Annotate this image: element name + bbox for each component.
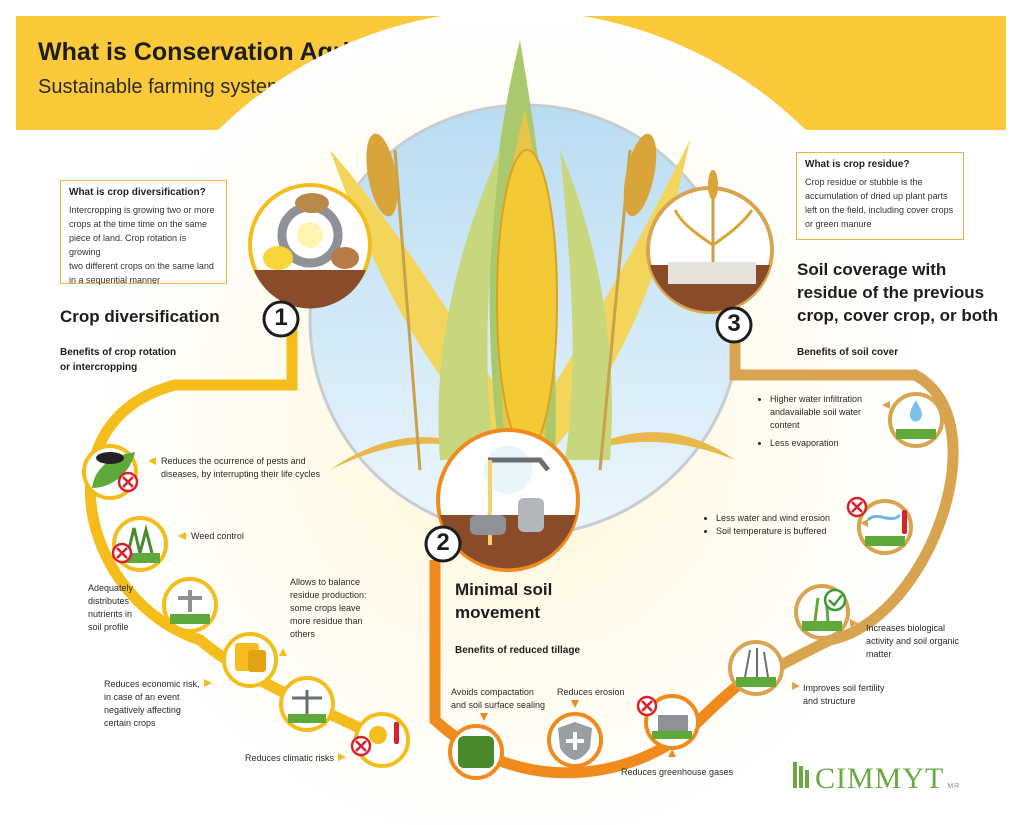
principle-2-benefits-heading: Benefits of reduced tillage [455,645,581,656]
benefit-line: negatively affecting [104,705,181,715]
principle-3-number: 3 [727,310,741,337]
benefit-water-infiltration: Higher water infiltration andavailable s… [770,393,885,432]
benefit-less-wind-erosion: Less water and wind erosion [716,512,846,525]
benefit-line: Less water and wind erosion [716,513,831,523]
benefit-line: certain crops [104,718,156,728]
info-box-line: in a sequential manner [69,275,161,285]
benefit-line: more residue than [290,616,363,626]
benefit-line: Improves soil fertility [803,683,885,693]
benefit-soil-fertility: Improves soil fertility and structure [803,682,885,708]
benefit-climatic-risk: Reduces climatic risks [245,752,334,765]
principle-1-title: Crop diversification [60,307,220,326]
info-box-title: What is crop diversification? [69,187,206,198]
benefit-line: andavailable soil water [770,407,862,417]
info-box-line: Intercropping is growing two or more [69,205,215,215]
benefit-line: Reduces economic risk, [104,679,200,689]
benefit-icons-3 [728,392,944,696]
principle-3-benefits-heading: Benefits of soil cover [797,347,899,358]
principle-1-benefits-heading: Benefits of crop rotation or intercroppi… [60,345,176,375]
benefit-line: some crops leave [290,603,361,613]
benefit-line: soil profile [88,622,129,632]
principle-3-title: Soil coverage with residue of the previo… [797,258,998,327]
info-box-line: or green manure [805,219,872,229]
info-box-line: two different crops on the same land [69,261,214,271]
title-line: crop, cover crop, or both [797,306,999,325]
benefit-reduce-greenhouse-gases: Reduces greenhouse gases [621,766,733,779]
benefit-weed-control: Weed control [191,530,244,543]
benefit-line: distributes [88,596,130,606]
logo-mark [793,762,809,788]
benefit-line: others [290,629,316,639]
benefit-line: nutrients in [88,609,133,619]
info-box-line: crops at the time time on the same [69,219,208,229]
number-badges [262,300,753,563]
benefit-line: activity and soil organic [866,636,960,646]
principle-2-number: 2 [436,529,450,556]
benefit-line: and structure [803,696,856,706]
logo-mark-text: MR [947,783,961,790]
benefit-line: Adequately [88,583,134,593]
benefit-line: Less evaporation [770,438,839,448]
principle-2-title: Minimal soil movement [455,578,552,624]
benefit-line: Reduces climatic risks [245,753,335,763]
status-markers [111,471,868,757]
pointer-arrows [142,401,890,761]
benefit-line: matter [866,649,892,659]
benefit-residue-balance: Allows to balance residue production: so… [290,576,367,641]
benefits-heading-line: Benefits of crop rotation [60,347,177,358]
benefit-line: Reduces greenhouse gases [621,767,734,777]
benefit-reduce-erosion: Reduces erosion [557,686,625,699]
benefit-icons-2 [448,694,700,780]
info-box-title: What is crop residue? [805,159,910,170]
info-box-line: accumulation of dried up plant parts [805,191,948,201]
benefit-nutrient-distribution: Adequately distributes nutrients in soil… [88,582,133,634]
principle-2-illustration [436,428,580,572]
benefit-line: Soil temperature is buffered [716,526,827,536]
benefit-water-infiltration-list: Higher water infiltration andavailable s… [760,393,885,450]
benefit-soil-temperature: Soil temperature is buffered [716,525,846,538]
benefit-line: Weed control [191,531,244,541]
benefit-line: Reduces the ocurrence of pests and [161,456,306,466]
benefit-line: Avoids compactation [451,687,534,697]
benefit-line: diseases, by interrupting their life cyc… [161,469,321,479]
benefit-line: content [770,420,800,430]
title-line: Minimal soil [455,580,553,599]
title-line: movement [455,603,541,622]
benefit-biological-activity: Increases biological activity and soil o… [866,622,959,661]
benefit-economic-risk: Reduces economic risk, in case of an eve… [104,678,200,730]
info-box-line: left on the field, including cover crops [805,205,954,215]
title-line: Soil coverage with [797,260,947,279]
benefit-line: Reduces erosion [557,687,625,697]
benefits-heading-line: or intercropping [60,362,138,373]
benefit-line: Allows to balance [290,577,361,587]
crop-residue-info-box: What is crop residue? Crop residue or st… [796,152,964,240]
info-box-line: piece of land. Crop rotation is growing [69,233,187,257]
benefit-avoid-compaction: Avoids compactation and soil surface sea… [451,686,545,712]
benefit-line: residue production: [290,590,367,600]
logo-text: CIMMYT [815,762,945,795]
title-line: residue of the previous [797,283,985,302]
benefit-less-evaporation: Less evaporation [770,437,885,450]
principle-1-illustration [248,183,372,309]
benefit-line: Increases biological [866,623,946,633]
info-box-line: Crop residue or stubble is the [805,177,923,187]
benefit-pest-reduction: Reduces the ocurrence of pests and disea… [161,455,320,481]
benefit-erosion-temperature-list: Less water and wind erosion Soil tempera… [706,512,846,538]
principle-1-number: 1 [274,304,288,331]
benefit-line: and soil surface sealing [451,700,546,710]
crop-diversification-info-box: What is crop diversification? Intercropp… [60,180,227,285]
path-soil-coverage [729,330,959,685]
benefit-line: Higher water infiltration [770,394,863,404]
principle-3-illustration [646,170,774,314]
corn-plant [330,40,735,480]
benefit-line: in case of an event [104,692,180,702]
